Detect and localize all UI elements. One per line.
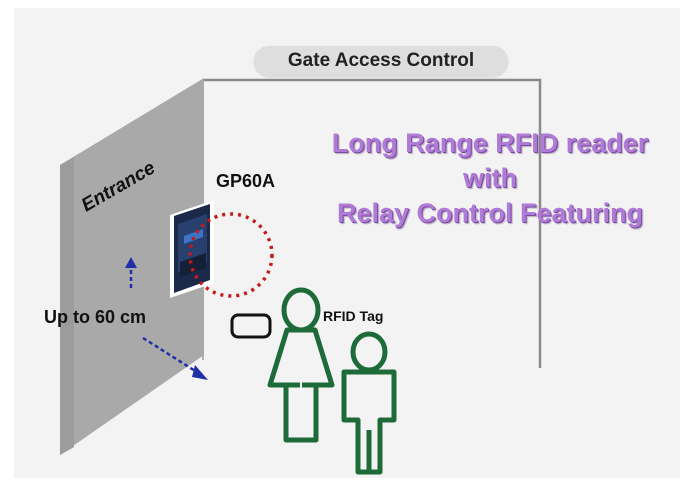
gp60a-reader (170, 200, 214, 298)
reader-model-label: GP60A (216, 171, 276, 191)
headline-line-1: Long Range RFID reader (331, 128, 649, 158)
gate-access-control-label: Gate Access Control (254, 46, 508, 76)
headline-line-2: with (463, 163, 517, 193)
back-wall-outline (203, 78, 542, 368)
range-arrow-down (142, 336, 208, 380)
person-adult (267, 287, 335, 443)
headline-line-3: Relay Control Featuring (336, 198, 644, 228)
headline: Long Range RFID reader with Relay Contro… (300, 126, 680, 231)
read-range-circle (188, 212, 274, 298)
person-child (341, 331, 397, 475)
range-arrow-up (125, 257, 137, 288)
range-label: Up to 60 cm (44, 307, 147, 327)
entrance-wall-shading (60, 157, 74, 455)
rfid-tag-card (230, 313, 272, 339)
rfid-tag-label: RFID Tag (323, 308, 384, 324)
